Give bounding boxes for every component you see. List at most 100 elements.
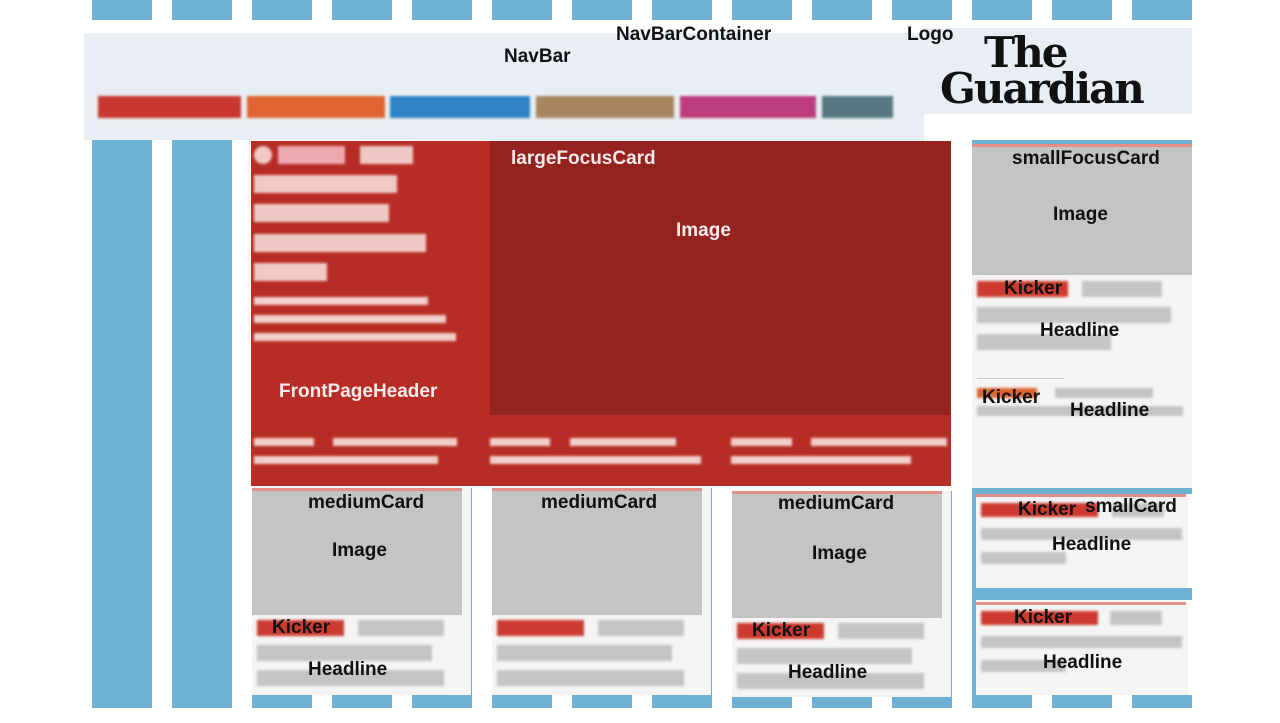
logo-line1: The bbox=[984, 28, 1069, 77]
pillar-nav-opinion[interactable] bbox=[247, 96, 385, 118]
grid-column bbox=[812, 695, 872, 708]
medium-card-label: mediumCard bbox=[541, 492, 658, 513]
kicker-trail bbox=[1082, 281, 1162, 297]
headline-block bbox=[981, 552, 1066, 564]
kicker-label: Kicker bbox=[1004, 278, 1063, 299]
kicker-trail bbox=[1055, 388, 1153, 398]
header-placeholder bbox=[254, 175, 397, 193]
grid-column bbox=[892, 0, 952, 20]
pillar-nav-other[interactable] bbox=[822, 96, 893, 118]
pillar-nav-lifestyle[interactable] bbox=[680, 96, 816, 118]
large-focus-card-image[interactable] bbox=[490, 141, 951, 415]
headline-block bbox=[977, 406, 1183, 416]
small-card-label: smallCard bbox=[1085, 496, 1177, 517]
small-card-topline bbox=[976, 494, 1186, 497]
medium-card-image[interactable] bbox=[252, 491, 462, 615]
headline-label: Headline bbox=[1052, 534, 1132, 555]
headline-block bbox=[497, 670, 684, 686]
header-link bbox=[490, 438, 550, 446]
headline-block bbox=[737, 648, 912, 664]
headline-block bbox=[977, 307, 1171, 323]
small-focus-card-image[interactable] bbox=[972, 147, 1192, 275]
medium-card-image-label: Image bbox=[332, 540, 387, 561]
grid-column bbox=[332, 0, 392, 20]
headline-block bbox=[497, 645, 672, 661]
kicker-trail bbox=[1112, 503, 1164, 517]
grid-column-left-1 bbox=[92, 140, 152, 708]
grid-column bbox=[412, 695, 472, 708]
small-focus-card-label: smallFocusCard bbox=[1012, 148, 1160, 169]
headline-label: Headline bbox=[1070, 400, 1150, 421]
kicker-block bbox=[981, 611, 1098, 625]
small-focus-card-topline bbox=[972, 144, 1192, 147]
medium-card-image[interactable] bbox=[732, 494, 942, 618]
headline-label: Headline bbox=[1040, 320, 1120, 341]
pillar-nav-news[interactable] bbox=[98, 96, 241, 118]
header-dot bbox=[254, 146, 272, 164]
large-focus-card-image-label: Image bbox=[676, 220, 731, 241]
navbar-label: NavBar bbox=[504, 46, 571, 67]
grid-column-right-divider bbox=[972, 494, 976, 695]
header-link bbox=[731, 456, 911, 464]
grid-column-right-strip bbox=[972, 140, 1192, 144]
small-focus-card-image-label: Image bbox=[1053, 204, 1108, 225]
header-placeholder bbox=[360, 146, 413, 164]
kicker-trail bbox=[358, 620, 444, 636]
logo-line2: Guardian bbox=[940, 64, 1145, 113]
grid-column bbox=[492, 695, 552, 708]
headline-label: Headline bbox=[1043, 652, 1123, 673]
grid-column bbox=[412, 0, 472, 20]
header-link bbox=[254, 438, 314, 446]
grid-column bbox=[1132, 0, 1192, 20]
headline-block bbox=[981, 528, 1182, 540]
headline-block bbox=[981, 660, 1066, 672]
kicker-label: Kicker bbox=[272, 617, 331, 638]
header-link bbox=[570, 438, 676, 446]
grid-column bbox=[652, 0, 712, 20]
grid-column bbox=[1052, 0, 1112, 20]
grid-column bbox=[972, 0, 1032, 20]
medium-card-label: mediumCard bbox=[778, 493, 895, 514]
grid-column bbox=[332, 695, 392, 708]
large-focus-card-label: largeFocusCard bbox=[511, 148, 656, 169]
grid-column bbox=[572, 0, 632, 20]
kicker-trail bbox=[1110, 611, 1162, 625]
kicker-block bbox=[977, 281, 1068, 297]
header-placeholder bbox=[254, 263, 327, 281]
grid-column bbox=[812, 0, 872, 20]
guardian-logo[interactable]: The Guardian bbox=[938, 30, 1188, 114]
grid-column bbox=[252, 695, 312, 708]
grid-column-right-strip bbox=[972, 588, 1192, 600]
header-placeholder bbox=[254, 315, 446, 323]
medium-card-image-label: Image bbox=[812, 543, 867, 564]
header-placeholder bbox=[254, 333, 456, 341]
grid-column bbox=[1052, 695, 1112, 708]
kicker-label: Kicker bbox=[982, 387, 1041, 408]
logo-container bbox=[924, 28, 1192, 114]
header-placeholder bbox=[254, 297, 428, 305]
grid-column bbox=[732, 695, 792, 708]
navbar bbox=[84, 33, 924, 140]
grid-column bbox=[972, 695, 1032, 708]
kicker-trail bbox=[838, 623, 924, 639]
medium-card-topline bbox=[252, 488, 462, 491]
small-card-topline bbox=[976, 602, 1186, 605]
kicker-block-orange bbox=[977, 388, 1037, 398]
headline-label: Headline bbox=[788, 662, 868, 683]
grid-column bbox=[652, 695, 712, 708]
pillar-nav-sport[interactable] bbox=[390, 96, 530, 118]
grid-column bbox=[492, 0, 552, 20]
kicker-label: Kicker bbox=[752, 620, 811, 641]
grid-column bbox=[172, 0, 232, 20]
grid-column bbox=[572, 695, 632, 708]
grid-column bbox=[892, 695, 952, 708]
medium-card-topline bbox=[492, 488, 702, 491]
pillar-nav-culture[interactable] bbox=[536, 96, 674, 118]
grid-column bbox=[252, 0, 312, 20]
header-placeholder bbox=[254, 234, 426, 252]
medium-card-image[interactable] bbox=[492, 491, 702, 615]
header-placeholder bbox=[254, 204, 389, 222]
kicker-block bbox=[497, 620, 584, 636]
kicker-trail bbox=[598, 620, 684, 636]
kicker-block bbox=[737, 623, 824, 639]
